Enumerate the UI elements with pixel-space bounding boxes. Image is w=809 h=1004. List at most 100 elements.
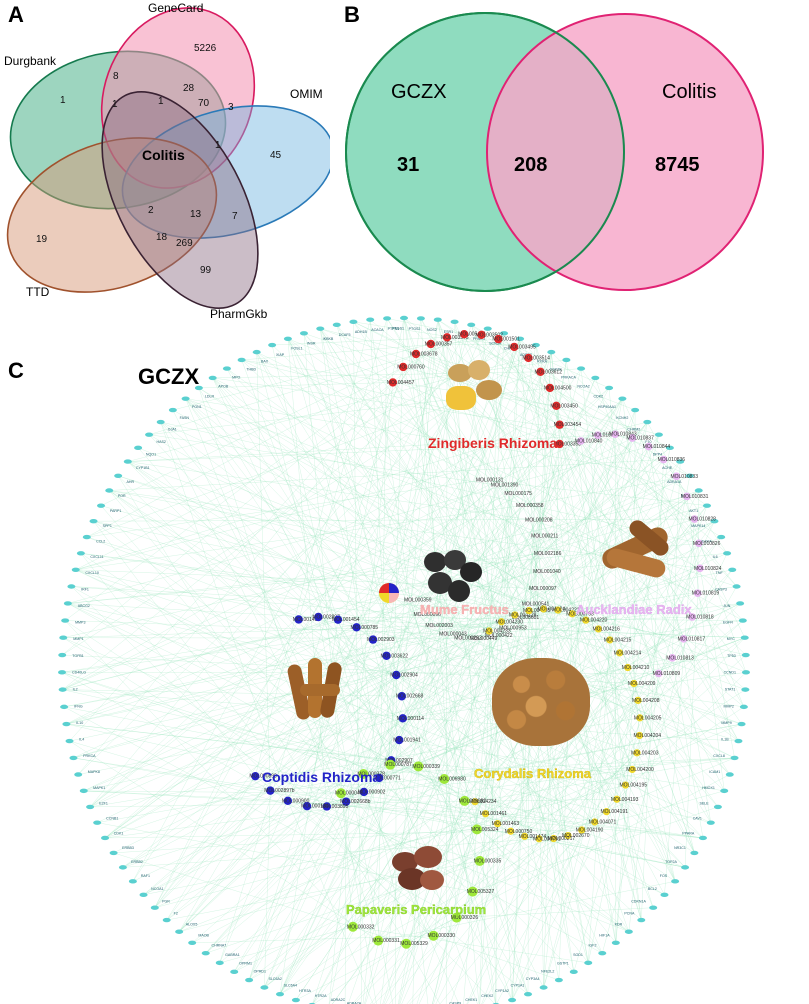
network-edge bbox=[93, 521, 308, 807]
target-label: LDLR bbox=[205, 394, 215, 398]
zingiberis-photo bbox=[442, 358, 506, 416]
molecule-node bbox=[397, 692, 407, 701]
target-node bbox=[433, 317, 442, 322]
molecule-label: MOL004228 bbox=[509, 612, 537, 618]
target-label: GSTP1 bbox=[557, 962, 569, 966]
network-edge bbox=[127, 461, 400, 741]
target-label: JUN bbox=[723, 604, 730, 608]
target-node bbox=[400, 315, 408, 321]
network-edge bbox=[234, 616, 693, 972]
molecule-label: MOL000791 bbox=[533, 836, 561, 842]
molecule-node bbox=[511, 611, 519, 619]
label-colitis-center: Colitis bbox=[142, 147, 185, 163]
target-label: XIAP bbox=[276, 353, 285, 357]
count-ttd-pharm-gene: 18 bbox=[156, 232, 168, 243]
molecule-label: MOL010817 bbox=[678, 636, 706, 642]
target-node bbox=[349, 319, 358, 325]
network-edge bbox=[676, 476, 747, 673]
molecule-label: MOL005464 bbox=[458, 332, 486, 338]
network-edge bbox=[75, 505, 523, 570]
molecule-label: MOL000339 bbox=[412, 764, 440, 770]
molecule-node bbox=[550, 834, 558, 843]
target-label: RAF1 bbox=[141, 874, 150, 878]
network-edge bbox=[104, 443, 560, 839]
target-node bbox=[299, 331, 308, 336]
molecule-label: MOL000785 bbox=[351, 625, 379, 631]
molecule-label: MOL005324 bbox=[471, 827, 499, 833]
panel-c-letter: C bbox=[8, 358, 24, 383]
molecule-label: MOL003450 bbox=[550, 403, 578, 409]
molecule-node bbox=[494, 334, 503, 344]
molecule-label: MOL010840 bbox=[575, 438, 603, 444]
panel-a-venn: GeneCard Durgbank OMIM TTD PharmGkb Coli… bbox=[4, 1, 330, 320]
network-edge bbox=[528, 357, 616, 943]
target-node bbox=[69, 755, 78, 761]
molecule-label: MOL003622 bbox=[381, 653, 409, 659]
molecule-label: MOL000900 bbox=[282, 798, 310, 804]
molecule-node bbox=[322, 802, 332, 811]
target-node bbox=[230, 969, 239, 975]
target-label: CDKN1A bbox=[631, 899, 646, 903]
network-edge bbox=[606, 553, 728, 812]
network-edge bbox=[256, 352, 271, 791]
network-edge bbox=[527, 421, 648, 605]
network-edge bbox=[511, 785, 626, 1001]
molecule-label: MOL000793 bbox=[566, 611, 594, 617]
molecule-label: MOL004195 bbox=[619, 783, 647, 789]
network-edge bbox=[380, 625, 432, 1004]
target-label: DPP4 bbox=[653, 453, 662, 457]
network-edge bbox=[551, 352, 595, 823]
target-node bbox=[201, 950, 210, 956]
molecule-node bbox=[536, 367, 545, 376]
target-label: IL4 bbox=[79, 737, 84, 741]
target-label: IGF2 bbox=[588, 944, 596, 948]
molecule-node bbox=[591, 818, 599, 826]
network-edge bbox=[353, 321, 515, 348]
network-edge bbox=[172, 343, 431, 411]
target-label: STAT1 bbox=[725, 688, 736, 692]
network-edge bbox=[347, 638, 476, 1004]
network-edge bbox=[109, 490, 402, 697]
network-edge bbox=[684, 593, 698, 868]
network-edge bbox=[132, 339, 499, 882]
molecule-node bbox=[594, 625, 603, 633]
target-node bbox=[194, 385, 203, 391]
target-node bbox=[671, 879, 680, 884]
target-label: MAPK8 bbox=[88, 770, 100, 774]
target-node bbox=[706, 820, 715, 825]
network-edge bbox=[495, 823, 498, 1004]
molecule-node bbox=[358, 768, 369, 779]
molecule-node bbox=[426, 339, 436, 349]
target-node bbox=[547, 349, 556, 355]
count-overlap: 208 bbox=[514, 154, 547, 176]
molecule-node bbox=[385, 759, 396, 770]
network-edge bbox=[192, 800, 465, 943]
target-label: MMP9 bbox=[721, 721, 731, 725]
target-node bbox=[694, 488, 703, 493]
molecule-label: MOL000750 bbox=[505, 829, 533, 835]
target-node bbox=[508, 997, 517, 1003]
network-edge bbox=[66, 723, 626, 786]
molecule-node bbox=[457, 635, 463, 641]
molecule-label: MOL002186 bbox=[534, 551, 562, 557]
network-edge bbox=[488, 631, 497, 1004]
target-label: CDK2 bbox=[594, 394, 604, 398]
count-gczx-only: 31 bbox=[397, 154, 419, 176]
target-node bbox=[660, 892, 669, 898]
network-edge bbox=[105, 829, 582, 839]
network-edge bbox=[86, 536, 299, 620]
label-gczx: GCZX bbox=[391, 81, 447, 103]
molecule-node bbox=[471, 798, 479, 806]
molecule-label: MOL004071 bbox=[589, 819, 617, 825]
network-edge bbox=[113, 619, 586, 854]
target-label: DCAF5 bbox=[339, 333, 351, 337]
network-edge bbox=[65, 620, 354, 927]
molecule-node bbox=[392, 670, 401, 680]
network-edge bbox=[386, 318, 483, 481]
molecule-label: MOL001458 bbox=[293, 617, 321, 623]
network-edge bbox=[287, 800, 703, 839]
molecule-node bbox=[428, 930, 439, 941]
network-edge bbox=[264, 614, 516, 988]
network-edge bbox=[143, 823, 498, 895]
network-edge bbox=[391, 760, 665, 895]
